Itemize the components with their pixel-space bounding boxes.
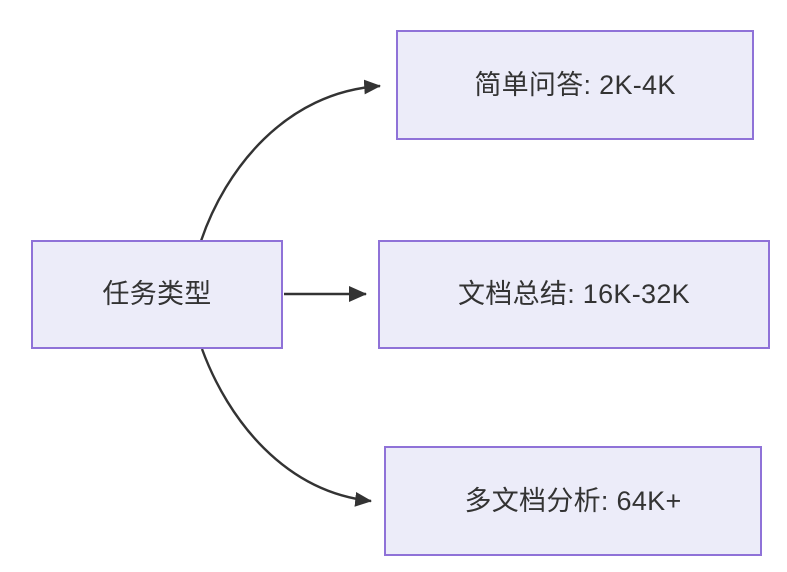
node-multi-doc[interactable]: 多文档分析: 64K+ bbox=[384, 446, 762, 556]
edge-root-to-simple-qa bbox=[199, 79, 382, 242]
node-doc-summary[interactable]: 文档总结: 16K-32K bbox=[378, 240, 770, 349]
node-simple-qa[interactable]: 简单问答: 2K-4K bbox=[396, 30, 754, 140]
edge-root-to-multi-doc bbox=[200, 348, 373, 507]
node-root-label: 任务类型 bbox=[102, 279, 212, 310]
node-simple-qa-label: 简单问答: 2K-4K bbox=[474, 69, 676, 100]
node-doc-summary-label: 文档总结: 16K-32K bbox=[458, 279, 690, 310]
node-root-task-type[interactable]: 任务类型 bbox=[31, 240, 283, 349]
node-multi-doc-label: 多文档分析: 64K+ bbox=[464, 485, 682, 516]
